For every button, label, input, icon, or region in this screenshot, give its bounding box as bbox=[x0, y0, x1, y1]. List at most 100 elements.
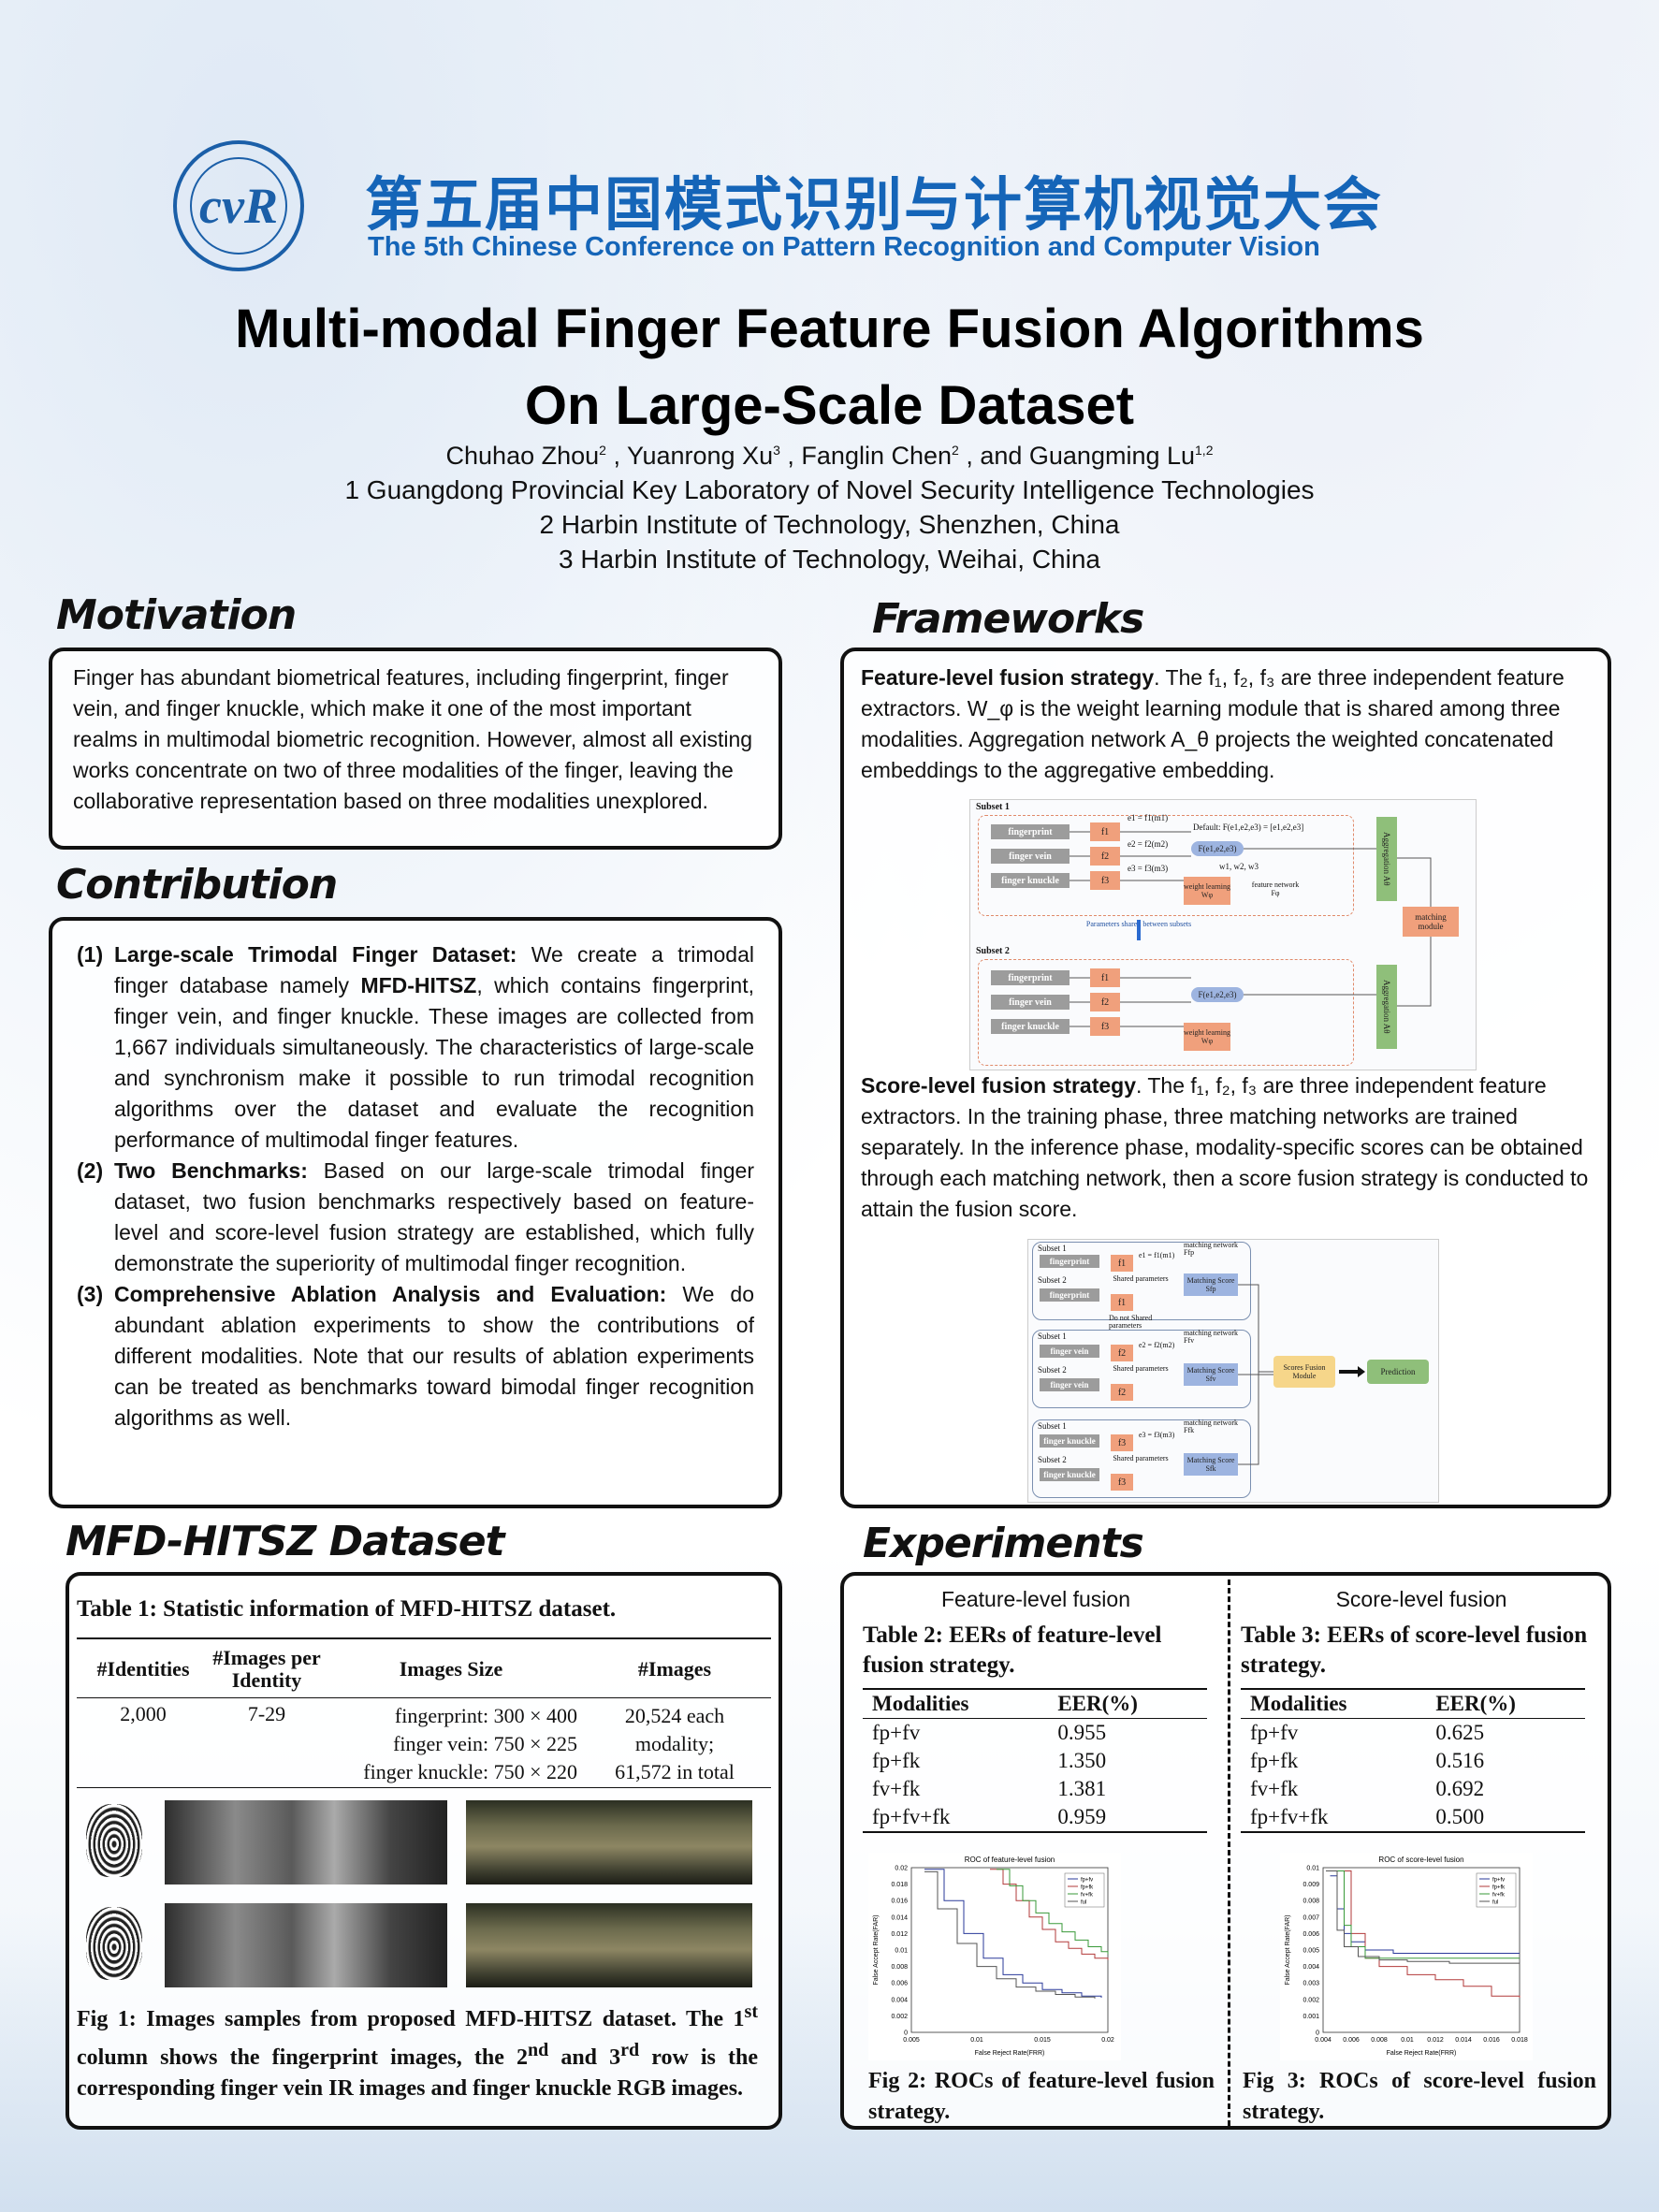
paper-title-line2: On Large-Scale Dataset bbox=[524, 375, 1135, 436]
legend-label: ful bbox=[1081, 1900, 1086, 1906]
shared-parameters-label: Shared parameters bbox=[1113, 1364, 1169, 1373]
contribution-box: (1) Large-scale Trimodal Finger Dataset:… bbox=[49, 917, 782, 1508]
prediction-node: Prediction bbox=[1367, 1360, 1429, 1384]
fingerprint-sample-image bbox=[86, 1907, 142, 1980]
legend-label: fp+fk bbox=[1081, 1885, 1094, 1891]
y-tick-label: 0.007 bbox=[1302, 1914, 1319, 1921]
subset2-label: Subset 2 bbox=[1038, 1455, 1067, 1464]
x-tick-label: 0.01 bbox=[970, 2037, 983, 2044]
y-tick-label: 0.002 bbox=[1302, 1997, 1319, 2003]
paper-title-line1: Multi-modal Finger Feature Fusion Algori… bbox=[235, 298, 1424, 359]
y-tick-label: 0 bbox=[1316, 2030, 1319, 2037]
size-finger-vein: finger vein: 750 × 225 bbox=[393, 1732, 577, 1755]
extractor-f3: f3 bbox=[1111, 1474, 1133, 1491]
table3-cell: fp+fv bbox=[1250, 1721, 1299, 1744]
affiliation-3: 3 Harbin Institute of Technology, Weihai… bbox=[558, 545, 1100, 574]
extractor-f3: f3 bbox=[1090, 871, 1120, 890]
fig1-caption: Fig 1: Images samples from proposed MFD-… bbox=[77, 1997, 758, 2104]
table2-header-row: Modalities EER(%) bbox=[863, 1689, 1207, 1719]
y-tick-label: 0 bbox=[904, 2030, 908, 2037]
score-level-text: . The f₁, f₂, f₃ are three independent f… bbox=[861, 1073, 1589, 1221]
input-finger-knuckle: finger knuckle bbox=[991, 873, 1070, 888]
author-affil: 3 bbox=[773, 443, 780, 458]
table2-cell: 0.955 bbox=[1057, 1721, 1107, 1744]
extractor-f2: f2 bbox=[1090, 847, 1120, 866]
x-tick-label: 0.01 bbox=[1401, 2037, 1414, 2044]
table2-cell: fp+fk bbox=[872, 1749, 921, 1772]
contribution-text: Based on our large-scale trimodal finger… bbox=[114, 1158, 754, 1275]
motivation-box: Finger has abundant biometrical features… bbox=[49, 648, 782, 850]
extractor-f1: f1 bbox=[1090, 968, 1120, 987]
input-finger-knuckle: finger knuckle bbox=[1040, 1468, 1099, 1481]
y-tick-label: 0.006 bbox=[891, 1981, 908, 1987]
author-affil: 2 bbox=[599, 443, 606, 458]
size-finger-knuckle: finger knuckle: 750 × 220 bbox=[363, 1760, 577, 1783]
contribution-body: Two Benchmarks: Based on our large-scale… bbox=[114, 1156, 754, 1279]
matching-network-label: matching network Ffp bbox=[1184, 1241, 1238, 1257]
extractor-f1: f1 bbox=[1111, 1255, 1133, 1272]
embedding-e2: e2 = f2(m2) bbox=[1128, 839, 1169, 849]
aggregation-module: Aggregation Aθ bbox=[1376, 817, 1397, 901]
y-tick-label: 0.012 bbox=[891, 1931, 908, 1938]
caption-text: column shows the fingerprint images, the… bbox=[77, 2045, 528, 2070]
table2-cell: fv+fk bbox=[872, 1777, 921, 1800]
feature-level-text: . The f₁, f₂, f₃ are three independent f… bbox=[861, 665, 1564, 782]
contribution-item: (2) Two Benchmarks: Based on our large-s… bbox=[77, 1156, 754, 1279]
table1: #Identities #Images per Identity Images … bbox=[77, 1641, 771, 1788]
table3-header-row: Modalities EER(%) bbox=[1241, 1689, 1585, 1719]
images-line: 61,572 in total bbox=[615, 1760, 735, 1783]
y-tick-label: 0.018 bbox=[891, 1882, 908, 1888]
frameworks-heading: Frameworks bbox=[872, 595, 1144, 643]
author-sep: , bbox=[779, 442, 802, 470]
extractor-f2: f2 bbox=[1111, 1384, 1133, 1401]
weights-label: w1, w2, w3 bbox=[1219, 862, 1259, 871]
conference-logo: cvR bbox=[173, 140, 304, 271]
subset1-label: Subset 1 bbox=[976, 802, 1010, 812]
input-fingerprint: fingerprint bbox=[991, 824, 1070, 839]
y-tick-label: 0.02 bbox=[895, 1866, 908, 1872]
y-tick-label: 0.003 bbox=[1302, 1981, 1319, 1987]
logo-mark: cvR bbox=[190, 157, 287, 255]
table2-col-eer: EER(%) bbox=[1057, 1692, 1138, 1715]
input-finger-knuckle: finger knuckle bbox=[1040, 1434, 1099, 1448]
finger-vein-sample-image bbox=[165, 1800, 447, 1885]
table3-cell: 0.692 bbox=[1435, 1777, 1485, 1800]
embedding-e1: e1 = f1(m1) bbox=[1128, 813, 1169, 822]
contribution-text: We create a trimodal finger database nam… bbox=[114, 942, 755, 997]
y-tick-label: 0.005 bbox=[1302, 1948, 1319, 1955]
contribution-heading: Contribution bbox=[56, 861, 338, 909]
contribution-number: (1) bbox=[77, 942, 104, 967]
table2-caption: Table 2: EERs of feature-level fusion st… bbox=[863, 1623, 1162, 1678]
roc-series-line bbox=[1326, 1870, 1520, 1964]
x-tick-label: 0.004 bbox=[1315, 2037, 1332, 2044]
frameworks-box: Feature-level fusion strategy. The f₁, f… bbox=[840, 648, 1611, 1508]
table1-cell: 20,524 each modality; 61,572 in total bbox=[578, 1698, 771, 1788]
caption-sup: rd bbox=[620, 2040, 640, 2060]
table1-col-per-identity: #Images per Identity bbox=[212, 1646, 321, 1692]
table1-cell: 7-29 bbox=[247, 1702, 286, 1725]
matching-score: Matching Score Sfp bbox=[1184, 1273, 1238, 1296]
contribution-number: (3) bbox=[77, 1282, 104, 1306]
fusion-node: F(e1,e2,e3) bbox=[1191, 987, 1244, 1002]
roc-series-line bbox=[1337, 1870, 1521, 1998]
legend-label: fp+fk bbox=[1492, 1885, 1506, 1891]
contribution-list: (1) Large-scale Trimodal Finger Dataset:… bbox=[52, 921, 779, 1433]
finger-knuckle-sample-image bbox=[466, 1903, 752, 1987]
author-sep: , and bbox=[958, 442, 1029, 470]
subset2-group bbox=[978, 959, 1354, 1066]
feature-level-description: Feature-level fusion strategy. The f₁, f… bbox=[861, 662, 1600, 786]
caption-sup: st bbox=[744, 2001, 758, 2022]
table1-col-identities: #Identities bbox=[96, 1657, 190, 1681]
y-tick-label: 0.01 bbox=[1306, 1866, 1319, 1872]
y-tick-label: 0.001 bbox=[1302, 2014, 1319, 2020]
table2-cell: 0.959 bbox=[1057, 1805, 1107, 1828]
author-affil: 1,2 bbox=[1195, 443, 1214, 458]
caption-text: Fig 1: Images samples from proposed MFD-… bbox=[77, 2007, 745, 2031]
finger-knuckle-sample-image bbox=[466, 1800, 752, 1885]
matching-network-label: matching network Ffk bbox=[1184, 1419, 1238, 1434]
fig3-caption: Fig 3: ROCs of score-level fusion strate… bbox=[1243, 2069, 1596, 2124]
contribution-title: Large-scale Trimodal Finger Dataset: bbox=[114, 942, 517, 967]
conference-name-cn: 第五届中国模式识别与计算机视觉大会 bbox=[365, 173, 1384, 238]
